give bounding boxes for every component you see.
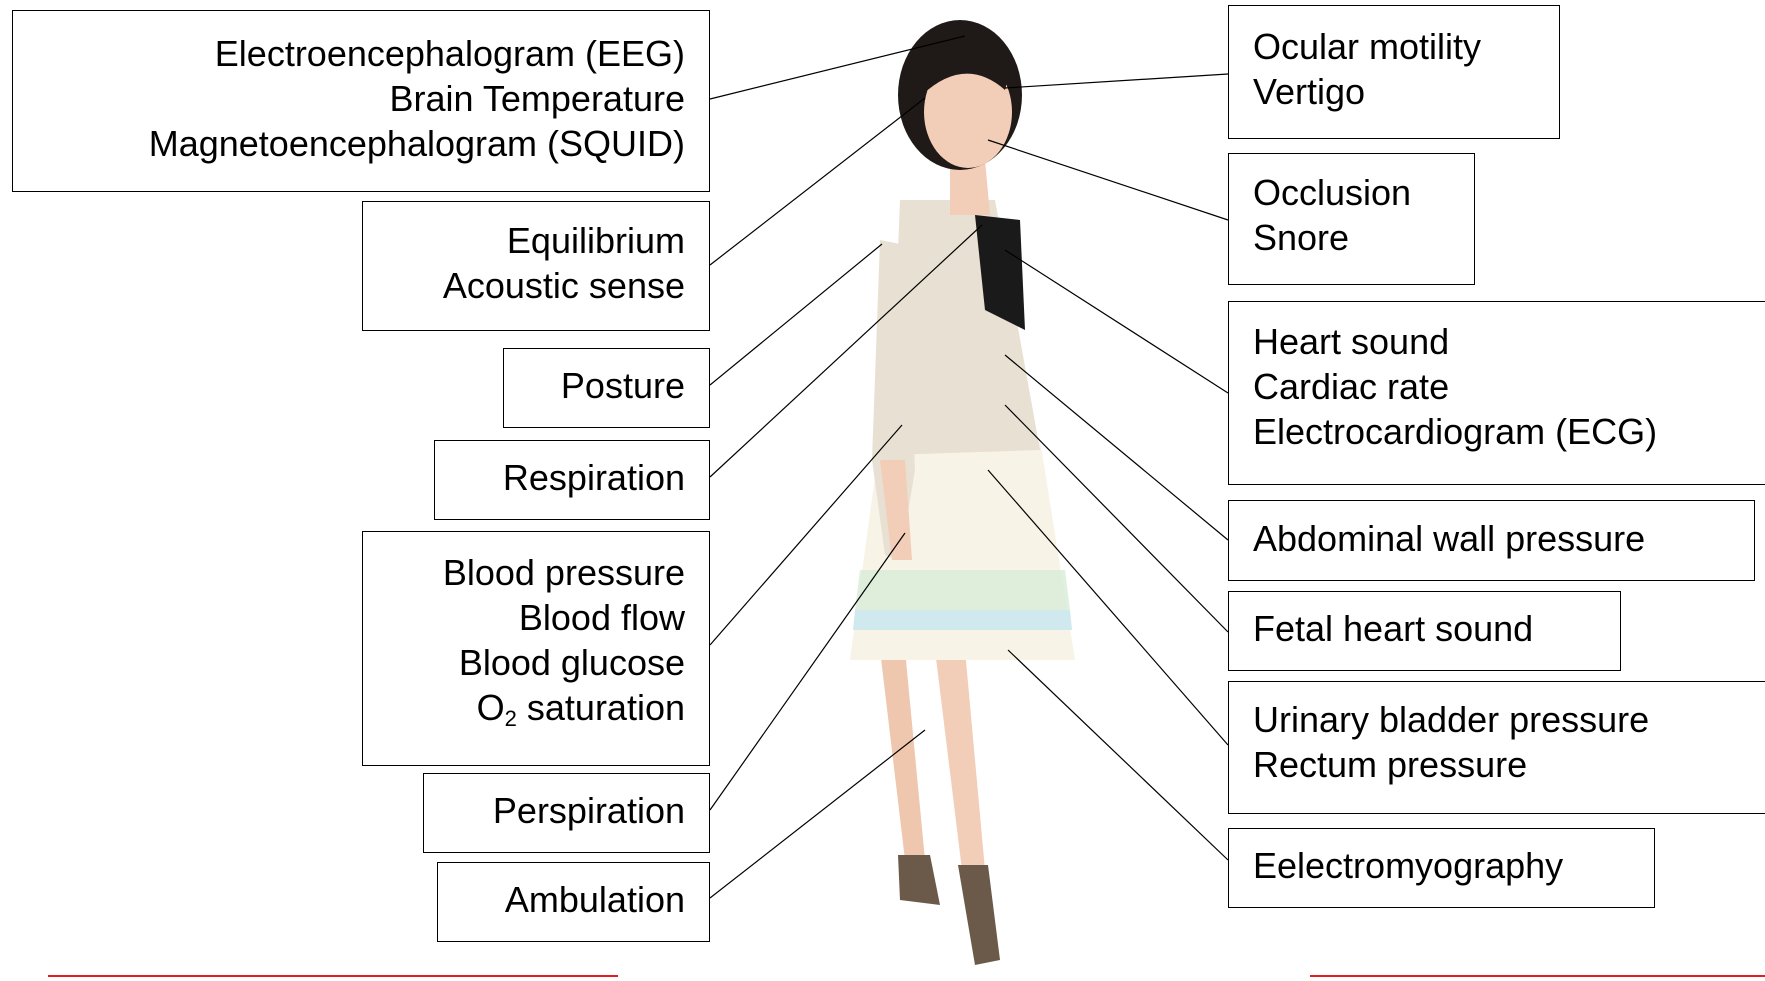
label-ocular-motility: Ocular motility <box>1253 24 1535 69</box>
label-fetal-heart-sound: Fetal heart sound <box>1253 606 1596 651</box>
label-respiration-text: Respiration <box>459 455 685 500</box>
label-brain-temperature: Brain Temperature <box>37 76 685 121</box>
label-electromyography: Eelectromyography <box>1253 843 1630 888</box>
connector-ear <box>710 98 925 265</box>
label-ambulation: Ambulation <box>437 862 710 942</box>
label-emg: Eelectromyography <box>1228 828 1655 908</box>
person-figure <box>850 20 1075 965</box>
label-perspiration: Perspiration <box>423 773 710 853</box>
connector-eye <box>1005 74 1228 88</box>
label-o2-saturation: O2 saturation <box>387 685 685 730</box>
label-heart: Heart sound Cardiac rate Electrocardiogr… <box>1228 301 1765 485</box>
label-heart-sound: Heart sound <box>1253 319 1741 364</box>
left-leg <box>935 650 985 870</box>
connector-emg <box>1008 650 1228 860</box>
left-shoe <box>958 865 1000 965</box>
label-snore: Snore <box>1253 215 1450 260</box>
label-occlusion: Occlusion <box>1253 170 1450 215</box>
label-vertigo: Vertigo <box>1253 69 1535 114</box>
connector-heart <box>1005 250 1228 393</box>
label-eeg: Electroencephalogram (EEG) <box>37 31 685 76</box>
label-bladder: Urinary bladder pressure Rectum pressure <box>1228 681 1765 814</box>
connector-mouth <box>988 140 1228 220</box>
bottom-rule-right <box>1310 975 1765 977</box>
label-equilibrium: Equilibrium <box>387 218 685 263</box>
o2-prefix: O <box>477 687 505 728</box>
label-fetal: Fetal heart sound <box>1228 591 1621 671</box>
connector-ambulation <box>710 730 925 898</box>
skirt-pattern <box>855 570 1070 610</box>
label-acoustic-sense: Acoustic sense <box>387 263 685 308</box>
label-posture: Posture <box>503 348 710 428</box>
label-eye: Ocular motility Vertigo <box>1228 5 1560 139</box>
label-blood: Blood pressure Blood flow Blood glucose … <box>362 531 710 766</box>
label-mouth: Occlusion Snore <box>1228 153 1475 285</box>
label-perspiration-text: Perspiration <box>448 788 685 833</box>
label-respiration: Respiration <box>434 440 710 520</box>
label-ear: Equilibrium Acoustic sense <box>362 201 710 331</box>
connector-posture <box>710 244 882 385</box>
label-blood-pressure: Blood pressure <box>387 550 685 595</box>
o2-subscript: 2 <box>505 706 517 731</box>
label-blood-flow: Blood flow <box>387 595 685 640</box>
label-posture-text: Posture <box>528 363 685 408</box>
label-squid: Magnetoencephalogram (SQUID) <box>37 121 685 166</box>
right-shoe <box>898 855 940 905</box>
label-abdominal-wall-pressure: Abdominal wall pressure <box>1253 516 1730 561</box>
right-leg <box>880 650 925 860</box>
label-ambulation-text: Ambulation <box>462 877 685 922</box>
label-urinary-bladder-pressure: Urinary bladder pressure <box>1253 697 1741 742</box>
label-cardiac-rate: Cardiac rate <box>1253 364 1741 409</box>
label-ecg: Electrocardiogram (ECG) <box>1253 409 1741 454</box>
label-brain: Electroencephalogram (EEG) Brain Tempera… <box>12 10 710 192</box>
bottom-rule-left <box>48 975 618 977</box>
label-blood-glucose: Blood glucose <box>387 640 685 685</box>
label-rectum-pressure: Rectum pressure <box>1253 742 1741 787</box>
label-abdomen: Abdominal wall pressure <box>1228 500 1755 581</box>
o2-suffix: saturation <box>517 687 685 728</box>
skirt-band <box>853 610 1072 630</box>
